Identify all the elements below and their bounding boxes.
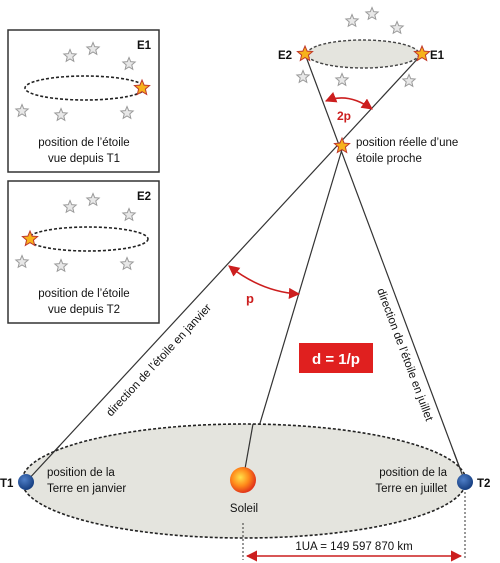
inset-t2-frame: [7, 180, 160, 324]
near-star: position réelle d’une étoile proche: [296, 44, 458, 165]
january-sight-line: [25, 53, 423, 483]
inset-t1-frame: [7, 29, 160, 173]
grey-star-icon: [85, 192, 101, 207]
near-star-label-line2: étoile proche: [356, 153, 422, 165]
angle-2p-arc: [324, 92, 373, 110]
inset-t1-caption-line2: vue depuis T1: [48, 153, 120, 165]
angle-2p-label: 2p: [337, 109, 351, 123]
au-distance: 1UA = 149 597 870 km: [242, 492, 466, 562]
january-sight-line-segment: [25, 444, 61, 483]
grey-star-icon: [119, 256, 135, 271]
earth-july-icon: [457, 474, 473, 490]
sky-region: E2 E1: [278, 6, 445, 88]
july-position-line2: Terre en juillet: [375, 483, 447, 495]
star-e1-icon: [133, 78, 151, 96]
grey-star-icon: [14, 254, 30, 269]
inset-t1: E1 position de l’étoile vue depuis T1: [7, 29, 160, 173]
inset-t2: E2 position de l’étoile vue depuis T2: [7, 180, 160, 324]
january-position-line1: position de la: [47, 467, 115, 479]
sun-icon: [230, 467, 256, 493]
grey-star-icon: [62, 48, 78, 63]
au-distance-label: 1UA = 149 597 870 km: [295, 541, 412, 553]
grey-star-icon: [53, 107, 69, 122]
inset-t2-tag: E2: [137, 191, 151, 203]
earth-january-icon: [18, 474, 34, 490]
july-direction-label: direction de l’étoile en juillet: [374, 287, 435, 424]
sky-apparent-path: [306, 39, 420, 69]
sky-e1-label: E1: [430, 50, 445, 62]
grey-star-icon: [121, 207, 137, 222]
grey-star-icon: [14, 103, 30, 118]
grey-star-icon: [295, 69, 311, 84]
grey-star-icon: [119, 105, 135, 120]
formula-text: d = 1/p: [312, 351, 360, 368]
grey-star-icon: [85, 41, 101, 56]
near-star-label-line1: position réelle d’une: [356, 137, 458, 149]
parallax-angle-2p: 2p: [324, 92, 373, 123]
near-star-icon: [333, 136, 351, 154]
star-e2-icon: [21, 229, 39, 247]
sky-star-e1-icon: [413, 44, 431, 62]
july-position-line1: position de la: [379, 467, 447, 479]
grey-star-icon: [389, 20, 405, 35]
formula-box: d = 1/p: [299, 343, 373, 373]
t2-label: T2: [477, 478, 490, 490]
inset-t1-tag: E1: [137, 40, 152, 52]
angle-p-arc: [228, 265, 301, 300]
t1-label: T1: [0, 478, 14, 490]
inset-t1-background-stars: [14, 41, 137, 122]
grey-star-icon: [121, 56, 137, 71]
inset-t1-caption-line1: position de l’étoile: [38, 137, 129, 149]
inset-t2-background-stars: [14, 192, 137, 273]
inset-t2-caption-line1: position de l’étoile: [38, 288, 129, 300]
july-sight-line: [304, 53, 466, 483]
grey-star-icon: [53, 258, 69, 273]
grey-star-icon: [334, 72, 350, 87]
sky-e2-label: E2: [278, 50, 292, 62]
grey-star-icon: [62, 199, 78, 214]
angle-p-label: p: [246, 291, 254, 306]
inset-t2-caption-line2: vue depuis T2: [48, 304, 120, 316]
january-position-line2: Terre en janvier: [47, 483, 126, 495]
sun-label: Soleil: [230, 503, 258, 515]
formula-background: [299, 343, 373, 373]
grey-star-icon: [344, 13, 360, 28]
parallax-angle-p: p: [228, 265, 301, 306]
grey-star-icon: [401, 73, 417, 88]
grey-star-icon: [364, 6, 380, 21]
sky-star-e2-icon: [296, 44, 314, 62]
